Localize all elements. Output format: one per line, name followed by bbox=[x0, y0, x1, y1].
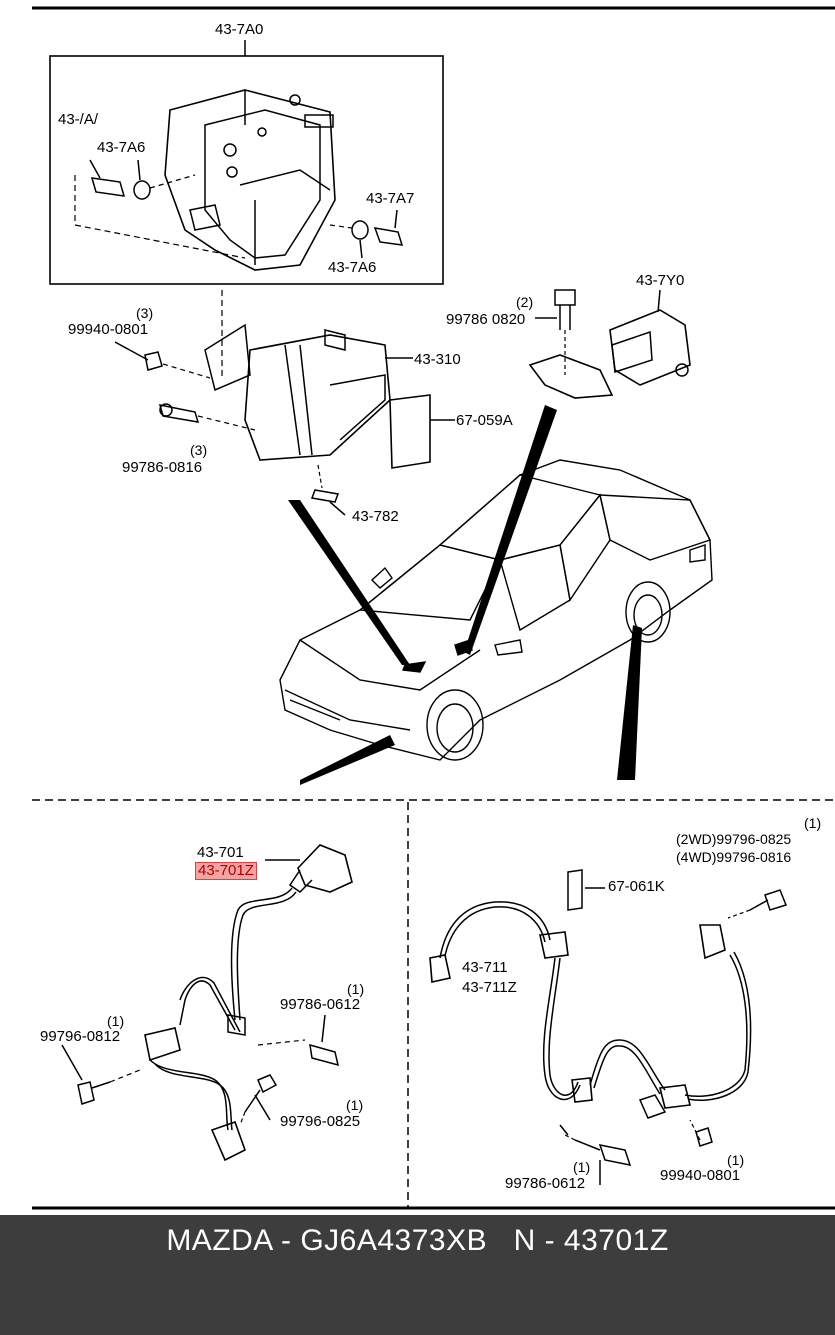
label-rear-sensor-z: 43-711Z bbox=[462, 979, 517, 996]
label-rear-4wd: (4WD)99796-0816 bbox=[676, 849, 792, 865]
parts-diagram bbox=[32, 6, 835, 1210]
label-bolt-top: 99940-0801 bbox=[68, 321, 149, 338]
label-rear-bolt-a-qty: (1) bbox=[573, 1159, 591, 1175]
pointer-wedge-front bbox=[300, 735, 395, 785]
label-a7a6-left: 43-7A6 bbox=[97, 139, 146, 156]
rear-sensor-drawing bbox=[429, 869, 787, 1185]
label-yaw-bolt: 99786 0820 bbox=[446, 311, 526, 328]
label-rear-pad: 67-061K bbox=[608, 878, 665, 895]
label-rear-bolt-b-qty: (1) bbox=[727, 1152, 745, 1168]
label-rear-2wd: (2WD)99796-0825 bbox=[676, 831, 792, 847]
label-clip: 43-782 bbox=[352, 508, 399, 525]
label-pad: 67-059A bbox=[456, 412, 513, 429]
label-fl-bolt-c: 99796-0825 bbox=[280, 1113, 361, 1130]
label-fl-bolt-a: 99786-0612 bbox=[280, 996, 361, 1013]
pointer-wedge-left bbox=[288, 500, 410, 665]
label-rear-bolt-b: 99940-0801 bbox=[660, 1167, 741, 1184]
pointer-wedge-rear bbox=[617, 625, 642, 780]
car-drawing bbox=[279, 459, 713, 761]
label-abs-unit: 43-7A0 bbox=[215, 21, 264, 38]
label-yaw-bolt-qty: (2) bbox=[516, 294, 534, 310]
label-front-sensor-z: 43-701Z bbox=[195, 862, 257, 880]
pointer-wedge-right bbox=[464, 405, 557, 655]
label-fl-bolt-b-qty: (1) bbox=[107, 1013, 125, 1029]
label-fl-bolt-b: 99796-0812 bbox=[40, 1028, 121, 1045]
label-front-sensor: 43-701 bbox=[197, 844, 244, 861]
footer-bar bbox=[0, 1215, 835, 1335]
label-bolt-mid: 99786-0816 bbox=[122, 459, 203, 476]
label-a7a6-right: 43-7A6 bbox=[328, 259, 377, 276]
abs-unit-drawing bbox=[49, 40, 444, 285]
label-bracket: 43-310 bbox=[414, 351, 461, 368]
label-a7a7-right: 43-7A7 bbox=[366, 190, 415, 207]
label-rear-sensor: 43-711 bbox=[462, 959, 508, 976]
label-a7a7-left: 43-/A/ bbox=[58, 111, 99, 128]
label-fl-bolt-c-qty: (1) bbox=[346, 1097, 364, 1113]
label-bolt-mid-qty: (3) bbox=[190, 442, 208, 458]
label-rear-qty: (1) bbox=[804, 815, 822, 831]
label-rear-bolt-a: 99786-0612 bbox=[505, 1175, 586, 1192]
label-bolt-top-qty: (3) bbox=[136, 305, 154, 321]
footer-part-number: MAZDA - GJ6A4373XB N - 43701Z bbox=[166, 1224, 669, 1257]
label-yaw-sensor: 43-7Y0 bbox=[636, 272, 685, 289]
front-sensor-drawing bbox=[61, 844, 353, 1162]
label-fl-bolt-a-qty: (1) bbox=[347, 981, 365, 997]
yaw-sensor-drawing bbox=[528, 289, 691, 399]
bracket-drawing bbox=[114, 323, 455, 516]
